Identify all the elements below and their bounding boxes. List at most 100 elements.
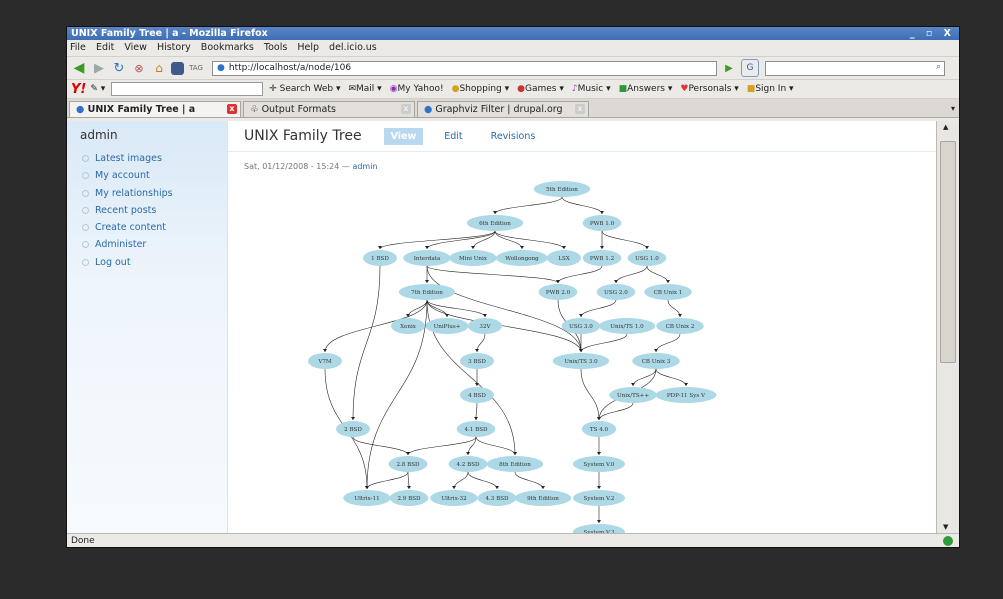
window-controls[interactable]: _ ▫ X [909, 28, 955, 39]
search-icon[interactable]: ⌕ [935, 61, 941, 72]
yahoo-music[interactable]: ♪Music ▾ [571, 84, 611, 94]
back-arrow-icon[interactable]: ◀ [73, 60, 85, 76]
scrollbar-thumb[interactable] [940, 141, 956, 363]
sign-in-icon: ■ [746, 84, 756, 94]
search-engine-icon[interactable]: G [741, 59, 759, 77]
tab-graphviz-filter[interactable]: ● Graphviz Filter | drupal.org x [417, 101, 589, 117]
graph-node-ellipse [308, 353, 342, 369]
menu-view[interactable]: View [124, 42, 147, 53]
tab-output-formats[interactable]: ♧ Output Formats x [243, 101, 415, 117]
graph-node-label: Ultrix-11 [354, 496, 379, 502]
graph-edge [467, 471, 498, 490]
menu-history[interactable]: History [156, 42, 191, 53]
graph-edge-arrowhead [378, 246, 382, 249]
graph-node-label: 5th Edition [546, 187, 578, 193]
yahoo-answers[interactable]: ■Answers ▾ [618, 84, 673, 94]
yahoo-search-web[interactable]: ✛ Search Web ▾ [269, 84, 341, 94]
yahoo-my-yahoo[interactable]: ◉My Yahoo! [390, 84, 444, 94]
graph-node: System V.3 [573, 524, 625, 533]
reload-icon[interactable]: ↻ [113, 60, 125, 76]
tab-label: Graphviz Filter | drupal.org [435, 104, 563, 115]
search-input[interactable]: ⌕ [765, 60, 945, 76]
graph-edge-arrowhead [513, 452, 517, 455]
forward-arrow-icon[interactable]: ▶ [94, 60, 104, 76]
graph-node: TS 4.0 [581, 421, 617, 437]
sidebar-item-label: My relationships [95, 187, 173, 199]
graph-node: PDP-11 Sys V [655, 387, 717, 403]
graph-node: V7M [308, 353, 342, 369]
graph-node-ellipse [573, 490, 625, 506]
home-icon[interactable]: ⌂ [155, 61, 163, 75]
graph-node-label: System V.2 [584, 496, 615, 502]
yahoo-shopping[interactable]: ●Shopping ▾ [451, 84, 510, 94]
menu-tools[interactable]: Tools [263, 42, 288, 53]
graph-edge [655, 368, 687, 387]
graph-node: System V.0 [573, 456, 625, 472]
pencil-icon[interactable]: ✎ ▾ [90, 84, 106, 94]
graph-node-label: 2 BSD [344, 427, 362, 433]
graph-edge [352, 436, 409, 456]
stop-icon[interactable]: ⊗ [134, 61, 144, 75]
sidebar-item-log-out[interactable]: Log out [82, 254, 227, 271]
tab-unix-family-tree[interactable]: ● UNIX Family Tree | a x [69, 101, 241, 117]
sidebar-item-recent-posts[interactable]: Recent posts [82, 202, 227, 219]
graph-edge-arrowhead [474, 417, 478, 420]
scroll-down-icon[interactable]: ▼ [943, 523, 949, 531]
menu-edit[interactable]: Edit [95, 42, 115, 53]
graph-edge [379, 230, 496, 250]
tab-view[interactable]: View [383, 127, 424, 145]
sidebar-item-label: Administer [95, 239, 147, 251]
close-tab-icon[interactable]: x [401, 104, 411, 114]
graph-node: 2 BSD [336, 421, 370, 437]
go-arrow-icon[interactable]: ▶ [725, 62, 733, 74]
graph-node: 4.1 BSD [456, 421, 496, 437]
menu-file[interactable]: File [70, 42, 86, 53]
tab-list-dropdown-icon[interactable]: ▾ [950, 104, 955, 113]
graph-node: Unix/TS 3.0 [552, 353, 610, 369]
yahoo-logo[interactable]: Y! [71, 81, 87, 97]
yahoo-games[interactable]: ●Games ▾ [517, 84, 564, 94]
graph-edge-arrowhead [600, 211, 604, 214]
yahoo-search-input[interactable] [111, 82, 264, 96]
graph-edge-arrowhead [666, 280, 670, 283]
sidebar-item-my-account[interactable]: My account [82, 167, 227, 184]
graph-node-label: Interdata [414, 256, 441, 262]
submitted-date: Sat, 01/12/2008 - 15:24 [244, 162, 340, 171]
graph-node: LSX [547, 250, 581, 266]
graph-edge [426, 230, 496, 250]
graph-node-ellipse [655, 387, 717, 403]
graph-node-ellipse [644, 284, 692, 300]
graph-node-ellipse [468, 318, 502, 334]
graph-edge-arrowhead [495, 486, 499, 489]
vertical-scrollbar[interactable]: ▲ ▼ [936, 121, 959, 533]
close-tab-icon[interactable]: x [227, 104, 237, 114]
tab-edit[interactable]: Edit [444, 130, 463, 142]
menu-help[interactable]: Help [297, 42, 320, 53]
yahoo-mail[interactable]: ✉Mail ▾ [348, 84, 382, 94]
author-link[interactable]: admin [352, 162, 378, 171]
tab-revisions[interactable]: Revisions [490, 130, 536, 142]
url-bar[interactable]: ● http://localhost/a/node/106 [212, 60, 717, 76]
sidebar-item-administer[interactable]: Administer [82, 236, 227, 253]
yahoo-sign-in[interactable]: ■Sign In ▾ [746, 84, 794, 94]
tag-icon[interactable]: TAG [189, 64, 203, 72]
yahoo-personals[interactable]: ♥Personals ▾ [680, 84, 739, 94]
menu-bookmarks[interactable]: Bookmarks [200, 42, 254, 53]
graph-node-label: PWB 1.0 [590, 221, 615, 227]
bookmark-icon[interactable] [171, 61, 184, 75]
graph-edge-arrowhead [475, 349, 479, 352]
menu-delicious[interactable]: del.icio.us [329, 42, 377, 53]
close-tab-icon[interactable]: x [575, 104, 585, 114]
graph-edge [426, 265, 559, 284]
graph-edge [655, 333, 681, 353]
sidebar-item-create-content[interactable]: Create content [82, 219, 227, 236]
graph-edge-arrowhead [597, 486, 601, 489]
menu-bar: File Edit View History Bookmarks Tools H… [67, 40, 959, 57]
graph-node-ellipse [496, 250, 548, 266]
sidebar-item-my-relationships[interactable]: My relationships [82, 185, 227, 202]
scroll-up-icon[interactable]: ▲ [943, 123, 949, 131]
graph-edge [561, 196, 603, 215]
graph-edge [324, 299, 428, 353]
sidebar-item-latest-images[interactable]: Latest images [82, 150, 227, 167]
